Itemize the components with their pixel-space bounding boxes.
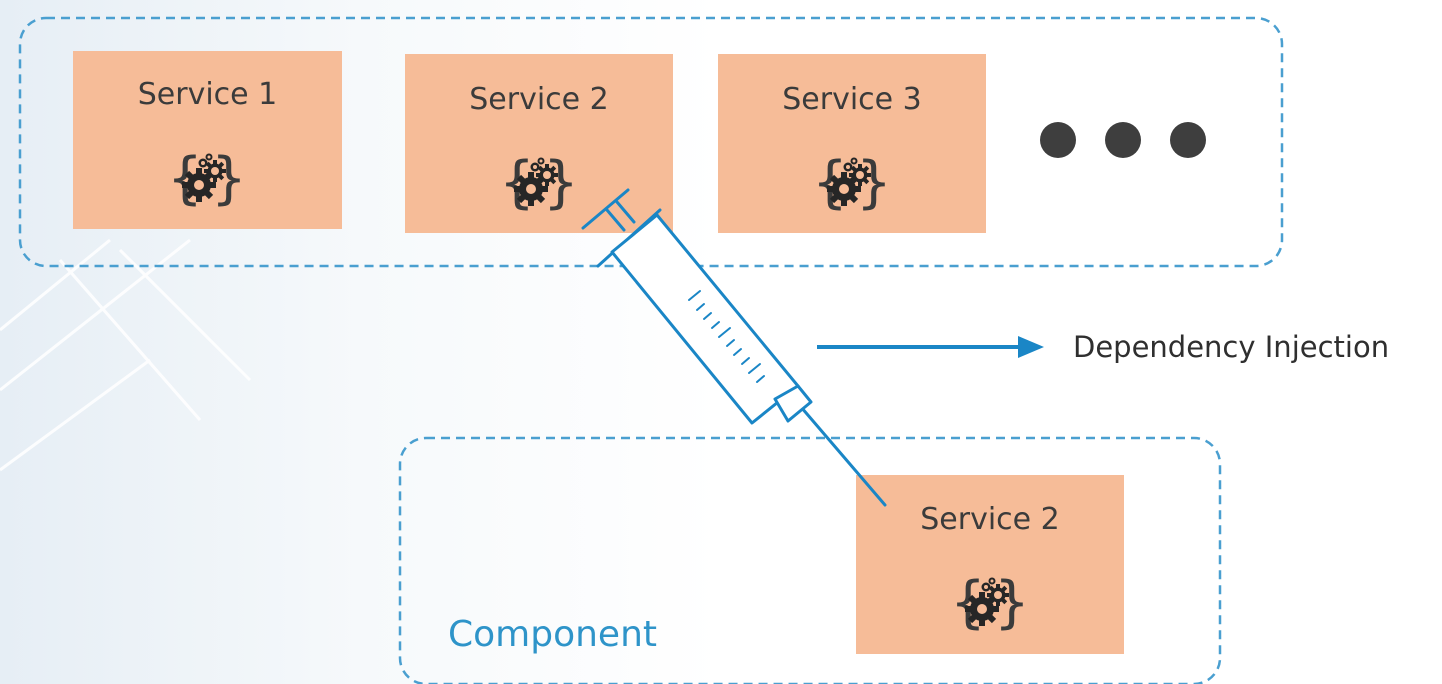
component-service-label: Service 2 bbox=[920, 502, 1060, 537]
injection-arrow bbox=[817, 336, 1044, 358]
service-label-1: Service 1 bbox=[137, 77, 278, 112]
service-box-3: Service 3 bbox=[718, 54, 986, 233]
syringe-icon bbox=[581, 188, 887, 507]
dependency-injection-label: Dependency Injection bbox=[1073, 330, 1390, 364]
component-container bbox=[398, 436, 1222, 684]
service-label-3: Service 3 bbox=[782, 82, 922, 117]
component-service-box: Service 2 bbox=[856, 475, 1124, 654]
service-label-2: Service 2 bbox=[469, 82, 609, 117]
service-box-2: Service 2 bbox=[405, 54, 673, 233]
component-label: Component bbox=[448, 614, 658, 655]
ellipsis-dots-icon bbox=[1040, 122, 1206, 158]
service-box-1: Service 1 bbox=[73, 51, 342, 229]
